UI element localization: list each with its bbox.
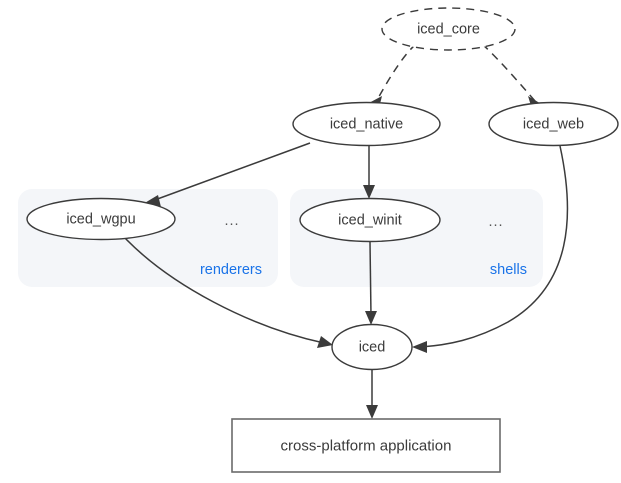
node-iced-wgpu[interactable]: iced_wgpu <box>26 197 176 241</box>
node-iced-web[interactable]: iced_web <box>488 101 619 147</box>
edge-native-to-winit <box>363 146 375 199</box>
edge-wgpu-to-iced <box>123 236 333 348</box>
edge-core-to-web <box>481 43 543 109</box>
edge-winit-to-iced <box>365 241 377 325</box>
edge-winit-to-iced-arrowhead <box>365 311 377 325</box>
node-iced-native[interactable]: iced_native <box>292 101 441 147</box>
edge-winit-to-iced-path <box>369 241 372 317</box>
edge-iced-to-app-arrowhead <box>366 405 378 419</box>
node-iced-winit-shape[interactable] <box>299 197 441 243</box>
node-iced-native-shape[interactable] <box>292 101 441 147</box>
edge-wgpu-to-iced-arrowhead <box>317 336 333 348</box>
node-iced-core-shape[interactable] <box>381 7 516 51</box>
node-iced-core[interactable]: iced_core <box>381 7 516 51</box>
edge-iced-to-app <box>366 370 378 419</box>
edge-core-to-native-path <box>375 43 417 103</box>
node-iced-wgpu-shape[interactable] <box>26 197 176 241</box>
node-iced[interactable]: iced <box>331 323 413 371</box>
edge-web-to-iced-arrowhead <box>412 341 427 353</box>
edge-core-to-web-path <box>481 43 536 102</box>
edge-web-to-iced-path <box>420 145 569 348</box>
node-iced-winit[interactable]: iced_winit <box>299 197 441 243</box>
edge-core-to-native <box>367 43 417 108</box>
node-cross-platform-application[interactable]: cross-platform application <box>231 418 501 473</box>
node-iced-shape[interactable] <box>331 323 413 371</box>
node-app-shape[interactable] <box>231 418 501 473</box>
edge-native-to-winit-arrowhead <box>363 185 375 199</box>
node-iced-web-shape[interactable] <box>488 101 619 147</box>
edge-native-to-wgpu-path <box>151 142 311 202</box>
edge-wgpu-to-iced-path <box>123 236 325 344</box>
edge-web-to-iced <box>412 145 569 353</box>
